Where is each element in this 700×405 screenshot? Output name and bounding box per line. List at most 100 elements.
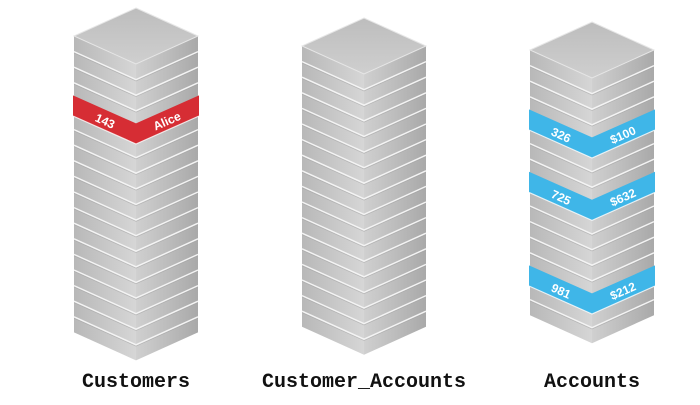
- customers-row-divider: [73, 206, 199, 237]
- customers-row-divider-shade: [73, 177, 199, 207]
- accounts-row-divider-shade: [529, 160, 655, 189]
- customers-row-divider: [73, 82, 199, 112]
- customers-row-divider-shade: [73, 302, 199, 331]
- accounts-row-divider-shade: [529, 222, 655, 252]
- customers-row-divider-shade: [73, 255, 199, 285]
- customers-row-divider-shade: [73, 208, 199, 238]
- customers-row-divider: [73, 316, 199, 346]
- customer-accounts-row-divider-shade: [301, 234, 427, 263]
- customer-accounts-row-divider-shade: [301, 218, 427, 248]
- customer-accounts-row-divider: [301, 60, 427, 91]
- customer-accounts-row-divider-shade: [301, 156, 427, 185]
- customers-row-divider: [73, 191, 199, 221]
- accounts-row-divider-shade: [529, 300, 655, 330]
- accounts-highlighted-record: 326$100: [528, 109, 656, 159]
- accounts-row-divider: [529, 142, 655, 173]
- customer-accounts-row-divider: [301, 232, 427, 262]
- customers-row-divider-shade: [73, 286, 199, 316]
- customers-record-band-edge: [72, 115, 200, 145]
- customers-row-divider: [73, 222, 199, 252]
- customers-left-face: [74, 36, 136, 361]
- customer-accounts-row-divider-shade: [301, 171, 427, 201]
- customer-accounts-row-divider: [301, 248, 427, 278]
- customers-row-divider: [73, 128, 199, 159]
- customers-row-divider: [73, 144, 199, 174]
- accounts-row-divider: [529, 220, 655, 251]
- customer-accounts-top-face: [300, 17, 428, 75]
- accounts-record-band: [529, 265, 655, 314]
- customer-accounts-row-divider: [301, 201, 427, 231]
- customer-accounts-row-divider: [301, 76, 427, 106]
- customer-accounts-row-divider: [301, 263, 427, 294]
- customer-accounts-table-stack: [300, 17, 428, 355]
- accounts-record-band-edge: [528, 129, 656, 159]
- customer-accounts-row-divider-shade: [301, 125, 427, 154]
- customer-accounts-row-divider: [301, 170, 427, 200]
- accounts-row-divider: [529, 64, 655, 95]
- customer-accounts-table-label: Customer_Accounts: [261, 371, 467, 394]
- customers-top-face: [72, 7, 200, 65]
- customer-accounts-row-divider-shade: [301, 281, 427, 310]
- customer-accounts-row-divider-shade: [301, 78, 427, 107]
- customers-row-divider-shade: [73, 83, 199, 113]
- customer-accounts-row-divider: [301, 294, 427, 325]
- accounts-table-stack: 326$100 725$632 981$212: [528, 21, 656, 344]
- customers-row-divider: [73, 66, 199, 96]
- accounts-row-divider-shade: [529, 253, 655, 283]
- customer-accounts-row-divider: [301, 216, 427, 247]
- accounts-row-divider: [529, 158, 655, 188]
- customer-accounts-row-divider: [301, 123, 427, 153]
- customers-row-divider: [73, 253, 199, 284]
- accounts-row-divider-shade: [529, 66, 655, 96]
- accounts-record-band: [529, 171, 655, 221]
- customers-row-divider-shade: [73, 52, 199, 82]
- customer-accounts-row-divider-shade: [301, 203, 427, 232]
- customers-row-divider: [73, 284, 199, 315]
- customers-row-divider: [73, 269, 199, 299]
- customers-row-divider-shade: [73, 193, 199, 222]
- accounts-row-divider-shade: [529, 238, 655, 267]
- customers-row-divider-shade: [73, 68, 199, 97]
- accounts-row-divider: [529, 205, 655, 235]
- customers-record-band: [73, 95, 199, 144]
- customers-row-divider: [73, 175, 199, 206]
- customer-accounts-row-divider-shade: [301, 140, 427, 170]
- customer-accounts-row-divider: [301, 92, 427, 122]
- accounts-table-label: Accounts: [543, 371, 640, 394]
- customer-accounts-row-divider-shade: [301, 93, 427, 123]
- customers-row-divider: [73, 160, 199, 190]
- customers-row-divider: [73, 238, 199, 268]
- customers-row-divider-shade: [73, 146, 199, 175]
- customer-accounts-row-divider: [301, 107, 427, 138]
- customer-accounts-row-divider: [301, 138, 427, 169]
- accounts-row-divider: [529, 252, 655, 282]
- customers-row-divider: [73, 300, 199, 330]
- customer-accounts-row-divider-shade: [301, 312, 427, 341]
- customers-row-divider-shade: [73, 130, 199, 160]
- accounts-record-band-edge: [528, 191, 656, 222]
- customer-accounts-row-divider: [301, 279, 427, 309]
- customer-accounts-row-divider-shade: [301, 249, 427, 279]
- accounts-record-band: [529, 109, 655, 158]
- accounts-highlighted-record: 981$212: [528, 265, 656, 315]
- customer-accounts-row-divider-shade: [301, 265, 427, 295]
- customer-accounts-row-divider-shade: [301, 296, 427, 326]
- accounts-highlighted-record: 725$632: [528, 171, 656, 222]
- customers-row-divider-shade: [73, 317, 199, 347]
- accounts-row-divider: [529, 80, 655, 110]
- customer-accounts-row-divider-shade: [301, 109, 427, 139]
- customers-table-label: Customers: [81, 371, 191, 394]
- accounts-row-divider-shade: [529, 207, 655, 236]
- accounts-row-divider: [529, 236, 655, 266]
- accounts-top-face: [528, 21, 656, 79]
- accounts-row-divider-shade: [529, 82, 655, 111]
- customers-row-divider-shade: [73, 239, 199, 269]
- customers-row-divider-shade: [73, 224, 199, 253]
- accounts-row-divider: [529, 96, 655, 126]
- customer-accounts-row-divider-shade: [301, 187, 427, 217]
- accounts-row-divider: [529, 298, 655, 329]
- customer-accounts-row-divider-shade: [301, 62, 427, 92]
